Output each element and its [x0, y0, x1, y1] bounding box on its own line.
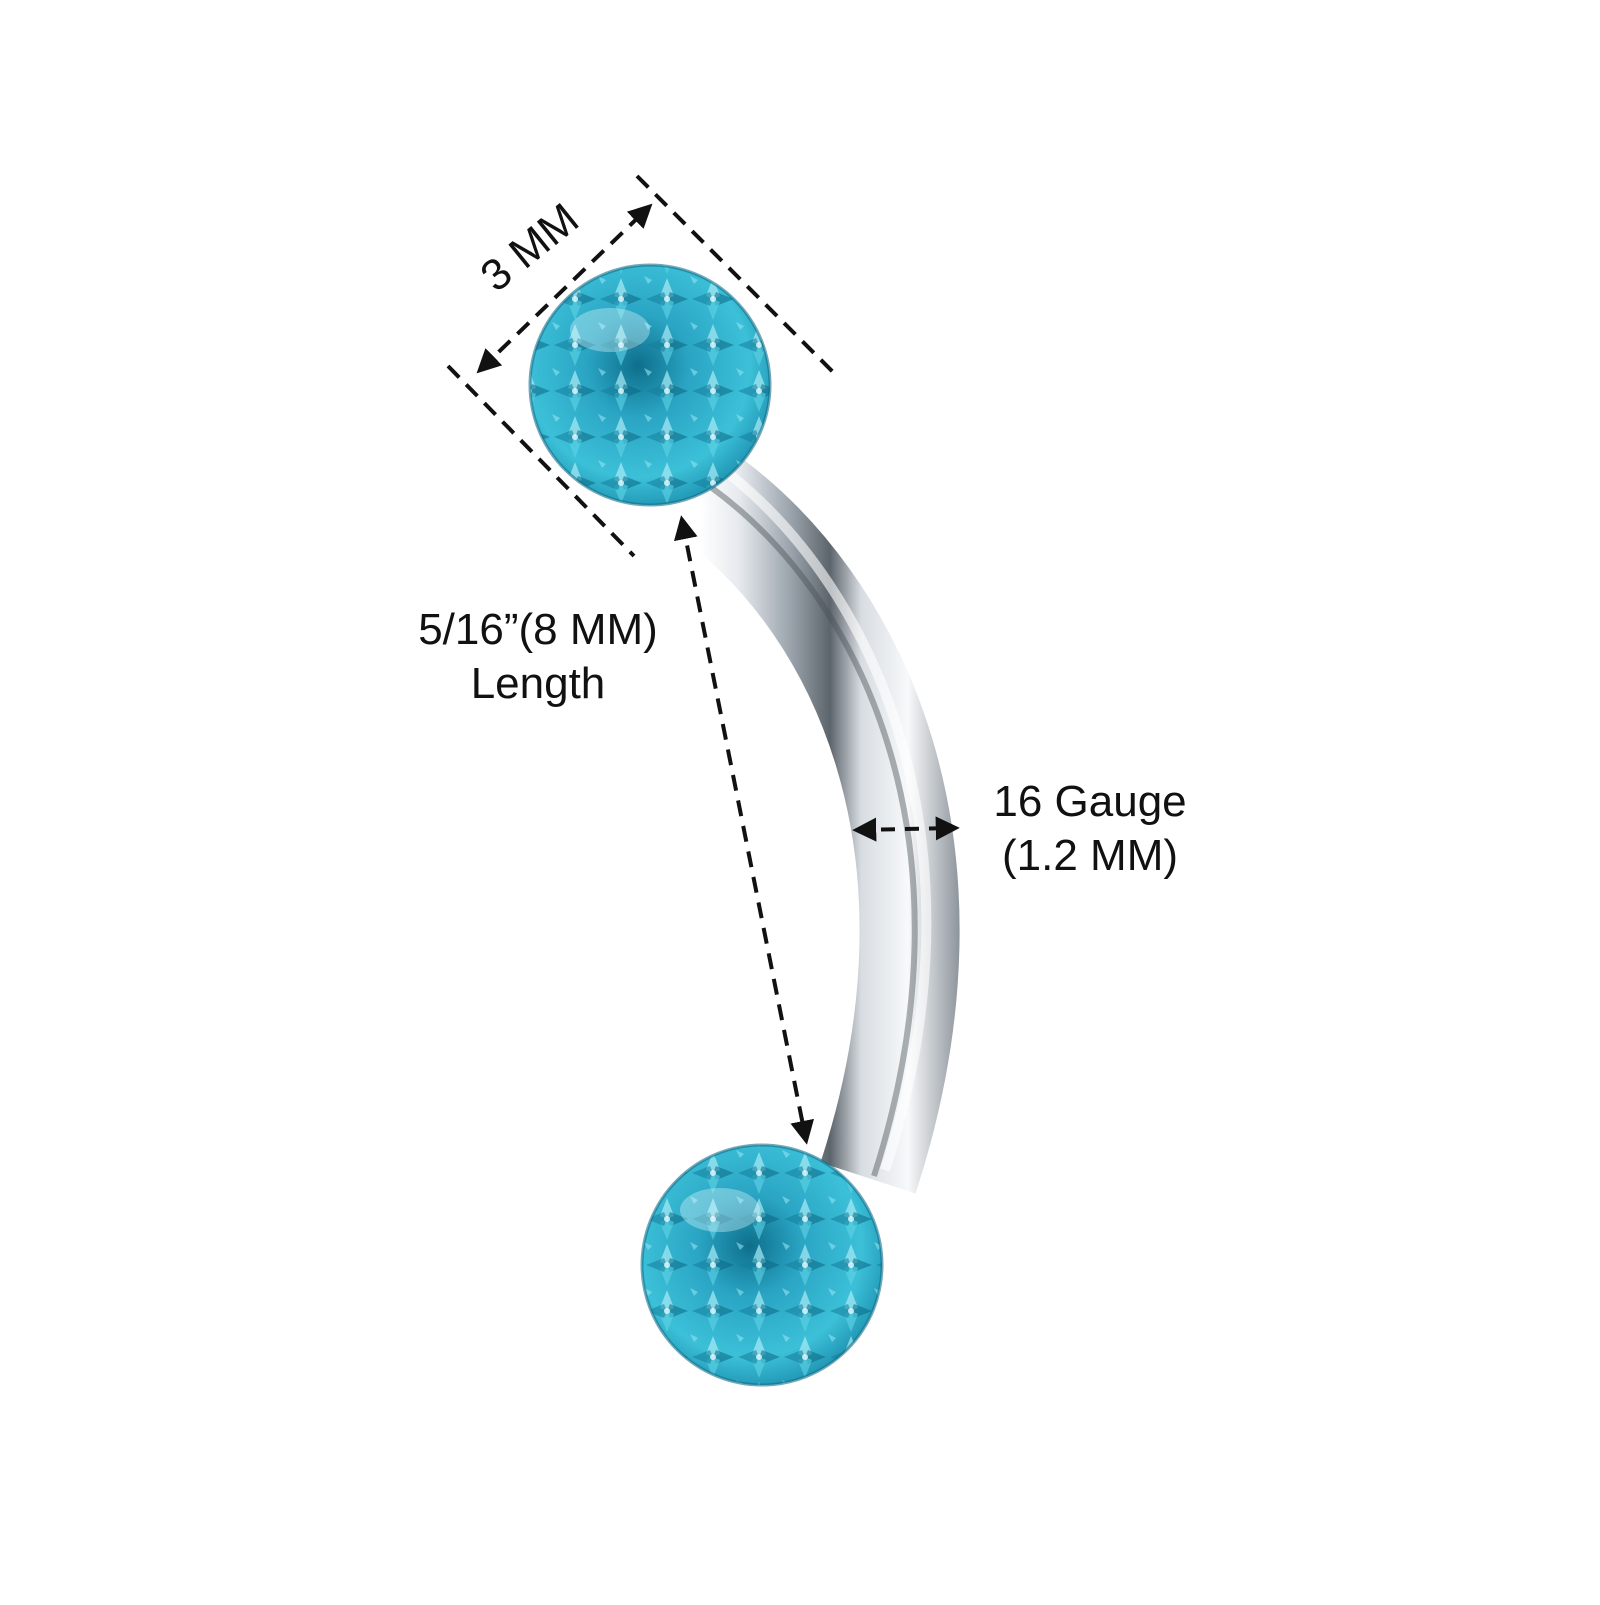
ball-diameter-dimension: [446, 174, 835, 558]
gauge-label: 16 Gauge (1.2 MM): [975, 775, 1205, 883]
length-label-line2: Length: [470, 659, 606, 708]
length-label: 5/16”(8 MM) Length: [398, 603, 678, 711]
curved-bar: [671, 448, 960, 1194]
bottom-gem-ball: [640, 1143, 884, 1387]
length-label-line1: 5/16”(8 MM): [418, 605, 658, 654]
length-dimension: [673, 515, 815, 1145]
gauge-label-line2: (1.2 MM): [1002, 831, 1178, 880]
gauge-dimension: [852, 816, 960, 842]
gauge-label-line1: 16 Gauge: [993, 777, 1187, 826]
